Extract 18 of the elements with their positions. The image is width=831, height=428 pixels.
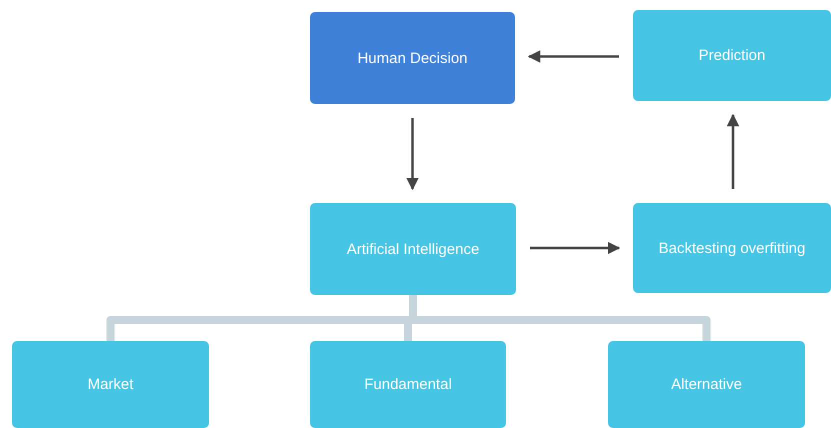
arrow — [726, 114, 740, 189]
arrow — [406, 118, 419, 190]
process-box — [633, 10, 831, 101]
node-label: Market — [88, 376, 134, 393]
node-label: Prediction — [698, 47, 766, 64]
node-label: Backtesting overfitting — [658, 240, 806, 256]
node-label: Fundamental — [364, 376, 452, 393]
process-box — [310, 12, 515, 104]
process-box — [310, 341, 506, 428]
node-label: Artificial Intelligence — [346, 240, 480, 258]
arrow — [530, 242, 620, 254]
process-box — [608, 341, 805, 428]
node-label: Alternative — [671, 376, 742, 393]
process-box — [633, 203, 831, 293]
node-label: Human Decision — [357, 50, 468, 66]
arrow — [528, 50, 619, 63]
process-box — [12, 341, 209, 428]
process-box — [310, 203, 516, 295]
